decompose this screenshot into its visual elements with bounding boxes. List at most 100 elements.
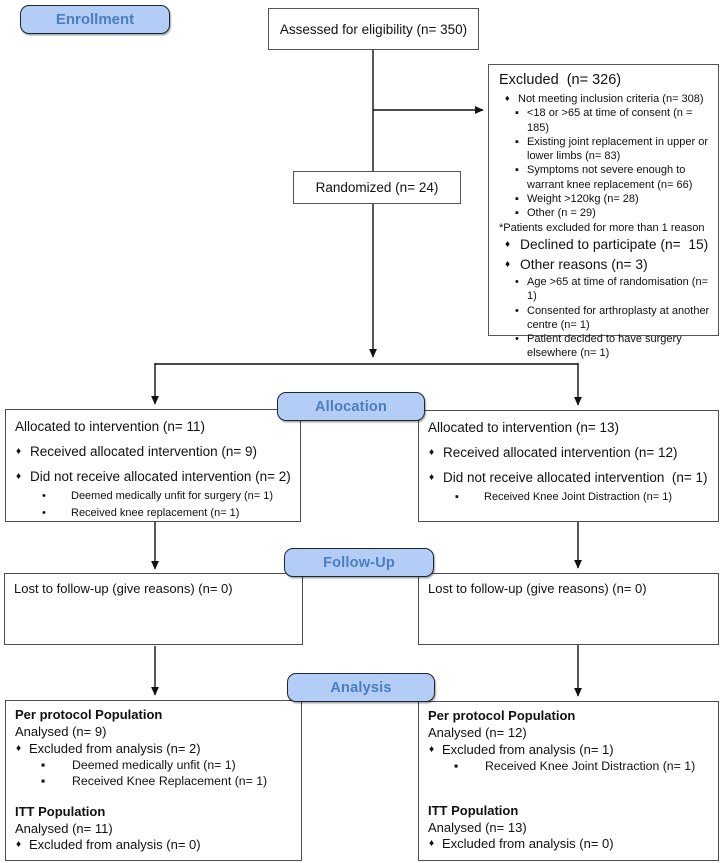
flow-line-text: Not meeting inclusion criteria (n= 308): [518, 93, 704, 105]
flow-line-text: Excluded from analysis (n= 1): [442, 741, 614, 757]
flow-line-text: Analysed (n= 12): [428, 724, 527, 740]
flow-line-text: Per protocol Population: [428, 708, 576, 723]
flow-line-item: ♦Declined to participate (n= 15): [498, 235, 713, 255]
flow-line-text: Excluded from analysis (n= 0): [29, 837, 201, 853]
flow-line-item: • Age >65 at time of randomisation (n= 1): [498, 275, 713, 304]
flow-line-item: ▪ Received Knee Joint Distraction (n= 1): [428, 491, 710, 505]
flow-line-text: Symptoms not severe enough to warrant kn…: [527, 164, 693, 191]
flow-line-item: ITT Population: [15, 804, 293, 821]
allocation-right-box: Allocated to intervention (n= 13)♦Receiv…: [418, 410, 719, 522]
flow-line-item: ▪<18 or >65 at time of consent (n = 185): [498, 106, 713, 135]
square-bullet-icon: ▪: [41, 773, 46, 788]
flow-line-item: ▪ Received Knee Joint Distraction (n= 1): [428, 759, 710, 775]
flow-line-text: ITT Population: [428, 802, 519, 818]
flow-line-item: ♦ Excluded from analysis (n= 0): [15, 837, 293, 854]
flow-line-text: Patient decided to have surgery elsewher…: [527, 333, 685, 360]
flow-line-item: Analysed (n= 9): [15, 724, 293, 741]
diamond-bullet-icon: ♦: [16, 839, 22, 851]
flow-line-item: ♦Excluded from analysis (n= 0): [428, 836, 710, 853]
square-bullet-icon: ▪: [515, 164, 519, 177]
flow-line-text: Per protocol Population: [15, 707, 163, 722]
enrollment-badge-label: Enrollment: [55, 11, 135, 28]
flow-line-item: ♦Received allocated intervention (n= 9): [15, 444, 292, 461]
followup-left-text: Lost to follow-up (give reasons) (n= 0): [14, 581, 233, 596]
flow-line-text: Allocated to intervention (n= 13): [428, 420, 619, 435]
square-bullet-icon: ▪: [455, 490, 459, 503]
flow-line-text: Other (n = 29): [527, 207, 596, 220]
followup-left-box: Lost to follow-up (give reasons) (n= 0): [4, 573, 303, 645]
square-bullet-icon: ▪: [515, 193, 519, 206]
followup-badge: Follow-Up: [284, 548, 434, 577]
flow-line-item: • Received knee replacement (n= 1): [15, 507, 292, 521]
diamond-bullet-icon: ♦: [16, 742, 22, 754]
diamond-bullet-icon: ♦: [429, 838, 435, 850]
dot-bullet-icon: •: [42, 489, 46, 502]
square-bullet-icon: ▪: [515, 207, 519, 220]
flow-line-text: Did not receive allocated intervention (…: [443, 469, 708, 485]
flow-line-item: • Patient decided to have surgery elsewhe…: [498, 332, 713, 361]
flow-line-item: Analysed (n= 13): [428, 820, 710, 837]
flow-line-item: ♦ Did not receive allocated intervention …: [428, 470, 710, 487]
flow-line-text: Age >65 at time of randomisation (n= 1): [527, 275, 712, 303]
excluded-box-lines: ♦Not meeting inclusion criteria (n= 308)…: [498, 92, 713, 361]
flow-line-item: ♦Did not receive allocated intervention …: [15, 469, 292, 486]
square-bullet-icon: ▪: [515, 107, 519, 120]
dot-bullet-icon: •: [515, 304, 519, 317]
followup-right-box: Lost to follow-up (give reasons) (n= 0): [418, 573, 719, 645]
flow-line-text: Analysed (n= 13): [428, 819, 527, 835]
allocation-right-lines: Allocated to intervention (n= 13)♦Receiv…: [428, 420, 710, 504]
randomized-box: Randomized (n= 24): [293, 171, 461, 204]
dot-bullet-icon: •: [515, 333, 519, 346]
flow-line-spacer: [15, 790, 293, 804]
diamond-bullet-icon: ♦: [505, 258, 511, 270]
diamond-bullet-icon: ♦: [429, 446, 435, 458]
square-bullet-icon: ▪: [515, 135, 519, 148]
followup-right-text: Lost to follow-up (give reasons) (n= 0): [428, 581, 647, 596]
allocation-badge: Allocation: [277, 392, 425, 421]
allocation-left-box: Allocated to intervention (n= 11)♦Receiv…: [5, 409, 301, 522]
flow-line-text: Did not receive allocated intervention (…: [30, 468, 291, 484]
flow-line-spacer: [428, 789, 710, 803]
followup-badge-label: Follow-Up: [323, 554, 395, 571]
flow-line-text: ITT Population: [15, 803, 106, 819]
flow-line-item: ▪ Symptoms not severe enough to warrant k…: [498, 163, 713, 192]
flow-line-text: Weight >120kg (n= 28): [527, 193, 639, 206]
analysis-badge-label: Analysis: [330, 679, 392, 696]
diamond-bullet-icon: ♦: [505, 238, 511, 250]
flow-line-text: Allocated to intervention (n= 11): [15, 419, 205, 434]
diamond-bullet-icon: ♦: [429, 743, 435, 755]
flow-line-text: Consented for arthroplasty at another ce…: [527, 304, 713, 331]
square-bullet-icon: ▪: [41, 757, 46, 772]
flow-line-item: Per protocol Population: [15, 707, 293, 724]
allocation-left-lines: Allocated to intervention (n= 11)♦Receiv…: [15, 419, 292, 521]
dot-bullet-icon: •: [42, 507, 46, 520]
allocation-badge-label: Allocation: [314, 398, 388, 415]
dot-bullet-icon: •: [515, 275, 519, 288]
flow-line-text: Deemed medically unfit (n= 1): [72, 757, 236, 772]
flow-line-item: Per protocol Population: [428, 708, 710, 725]
flow-line-item: Analysed (n= 12): [428, 725, 710, 742]
flow-line-item: ♦Received allocated intervention (n= 12): [428, 445, 710, 462]
flow-line-text: Received Knee Joint Distraction (n= 1): [484, 490, 673, 503]
flow-line-text: Deemed medically unfit for surgery (n= 1…: [71, 489, 274, 502]
flow-line-text: Received Knee Joint Distraction (n= 1): [485, 758, 696, 773]
flow-line-spacer: [428, 775, 710, 789]
square-bullet-icon: ▪: [454, 758, 459, 773]
flow-line-item: ♦Not meeting inclusion criteria (n= 308): [498, 92, 713, 106]
flow-line-item: Allocated to intervention (n= 13): [428, 420, 710, 437]
diamond-bullet-icon: ♦: [16, 445, 22, 457]
flow-line-item: ▪Existing joint replacement in upper or …: [498, 135, 713, 164]
flow-line-item: • Deemed medically unfit for surgery (n= …: [15, 490, 292, 504]
diamond-bullet-icon: ♦: [429, 471, 435, 483]
flow-line-item: • Consented for arthroplasty at another c…: [498, 304, 713, 333]
excluded-box-title: Excluded (n= 326): [499, 72, 622, 88]
randomized-box-text: Randomized (n= 24): [315, 180, 439, 195]
assessed-box-text: Assessed for eligibility (n= 350): [279, 21, 468, 37]
flow-line-text: Received knee replacement (n= 1): [71, 507, 240, 520]
flow-line-text: Excluded from analysis (n= 2): [29, 740, 201, 756]
flow-line-item: ♦ Excluded from analysis (n= 1): [428, 742, 710, 759]
flow-line-item: ▪ Deemed medically unfit (n= 1): [15, 758, 293, 774]
